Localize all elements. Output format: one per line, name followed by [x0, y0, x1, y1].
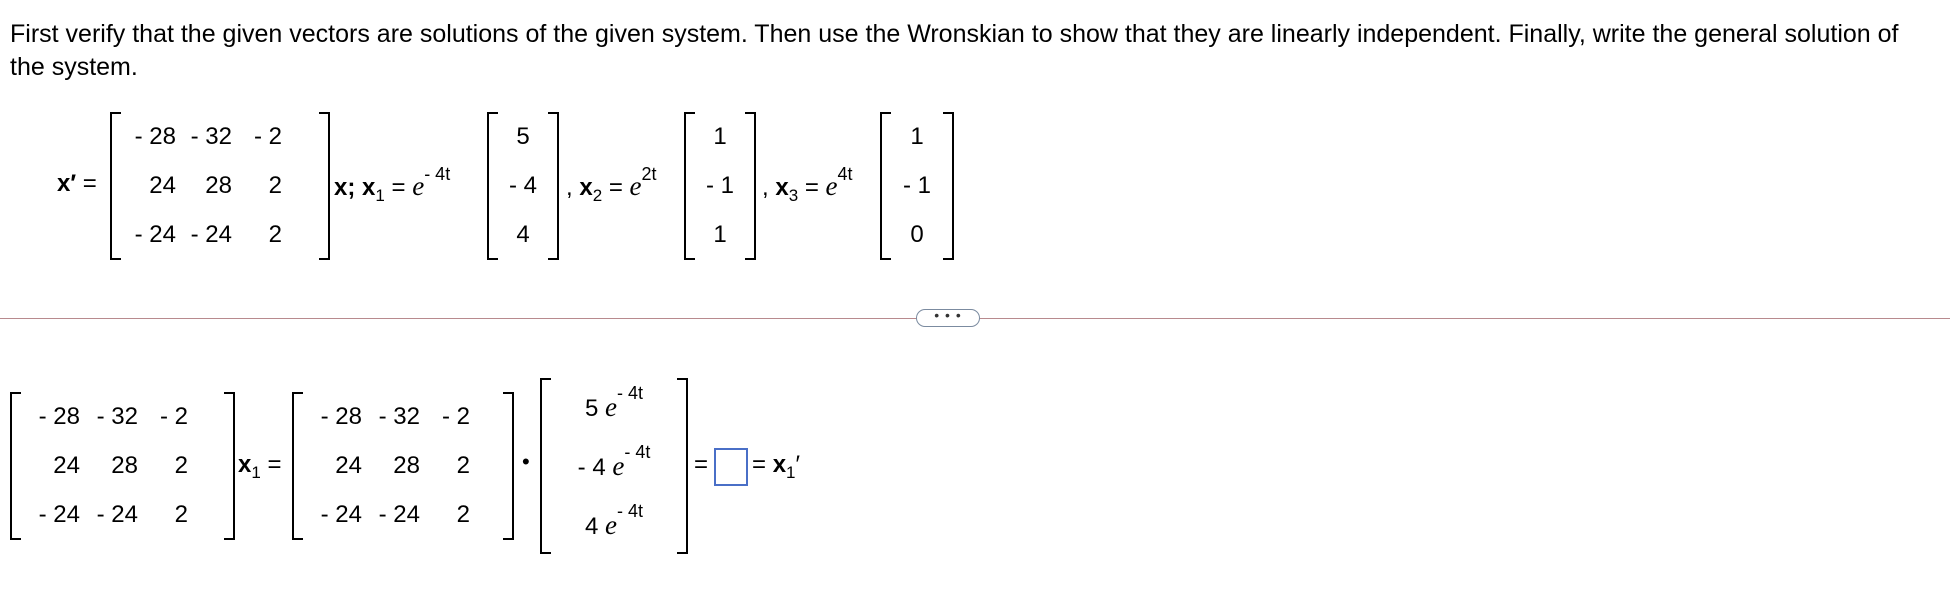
matrix-cell: - 24 — [190, 221, 232, 249]
vector-cell: 4 — [516, 221, 530, 249]
vector-cell: - 1 — [902, 171, 931, 199]
verify-matrix-left: - 28 - 32 - 2 24 28 2 - 24 - 24 2 — [10, 392, 235, 540]
matrix-cell: - 32 — [96, 402, 138, 430]
x-prime-label: x′ = — [57, 170, 97, 197]
matrix-cell: - 24 — [38, 501, 80, 529]
rhs-x1-prime: = x1′ — [752, 451, 801, 482]
matrix-cell: - 28 — [320, 402, 362, 430]
matrix-cell: 24 — [149, 171, 176, 199]
vector-cell: 0 — [910, 221, 924, 249]
matrix-cell: 2 — [174, 451, 188, 479]
matrix-cell: - 28 — [38, 402, 80, 430]
matrix-cell: - 2 — [441, 402, 470, 430]
matrix-cell: 2 — [456, 501, 470, 529]
verify-matrix-right: - 28 - 32 - 2 24 28 2 - 24 - 24 2 — [292, 392, 514, 540]
vector-cell: - 1 — [705, 171, 734, 199]
vector-cell: 5 — [516, 122, 530, 150]
coefficient-matrix: - 28 - 32 - 2 24 28 2 - 24 - 24 2 — [110, 112, 330, 260]
matrix-cell: - 24 — [378, 501, 420, 529]
matrix-cell: - 28 — [134, 122, 176, 150]
x-label: x; — [334, 174, 356, 201]
x1-times-label: x1 = — [238, 451, 282, 482]
matrix-cell: 2 — [456, 451, 470, 479]
x3-definition: , x3 = e4t — [762, 164, 853, 205]
vector-cell: 1 — [910, 122, 924, 150]
matrix-cell: - 32 — [190, 122, 232, 150]
matrix-cell: 2 — [268, 171, 282, 199]
matrix-cell: 24 — [53, 451, 80, 479]
matrix-cell: 2 — [268, 221, 282, 249]
vector-entry: 5 e- 4t — [584, 383, 644, 423]
expand-button[interactable]: • • • — [916, 308, 980, 327]
matrix-cell: 28 — [205, 171, 232, 199]
vector-cell: 1 — [713, 221, 727, 249]
matrix-cell: - 24 — [134, 221, 176, 249]
answer-input[interactable] — [714, 448, 748, 486]
vector-cell: 1 — [713, 122, 727, 150]
matrix-cell: - 32 — [378, 402, 420, 430]
x3-vector: 1 - 1 0 — [880, 112, 954, 260]
matrix-cell: - 24 — [96, 501, 138, 529]
verify-vector: 5 e- 4t - 4 e- 4t 4 e- 4t — [540, 378, 688, 554]
vector-cell: - 4 — [508, 171, 537, 199]
matrix-cell: 24 — [335, 451, 362, 479]
matrix-cell: 28 — [393, 451, 420, 479]
matrix-cell: - 2 — [159, 402, 188, 430]
multiplication-dot: • — [522, 449, 530, 474]
problem-prompt: First verify that the given vectors are … — [10, 20, 1899, 81]
x1-definition: x; x1 = e- 4t — [334, 164, 451, 205]
vector-entry: - 4 e- 4t — [577, 441, 651, 481]
matrix-cell: 2 — [174, 501, 188, 529]
vector-entry: 4 e- 4t — [584, 500, 644, 540]
x2-vector: 1 - 1 1 — [684, 112, 756, 260]
matrix-cell: - 2 — [253, 122, 282, 150]
matrix-cell: 28 — [111, 451, 138, 479]
matrix-cell: - 24 — [320, 501, 362, 529]
equals-sign: = — [694, 451, 709, 478]
x2-definition: , x2 = e2t — [566, 164, 657, 205]
x1-vector: 5 - 4 4 — [487, 112, 559, 260]
